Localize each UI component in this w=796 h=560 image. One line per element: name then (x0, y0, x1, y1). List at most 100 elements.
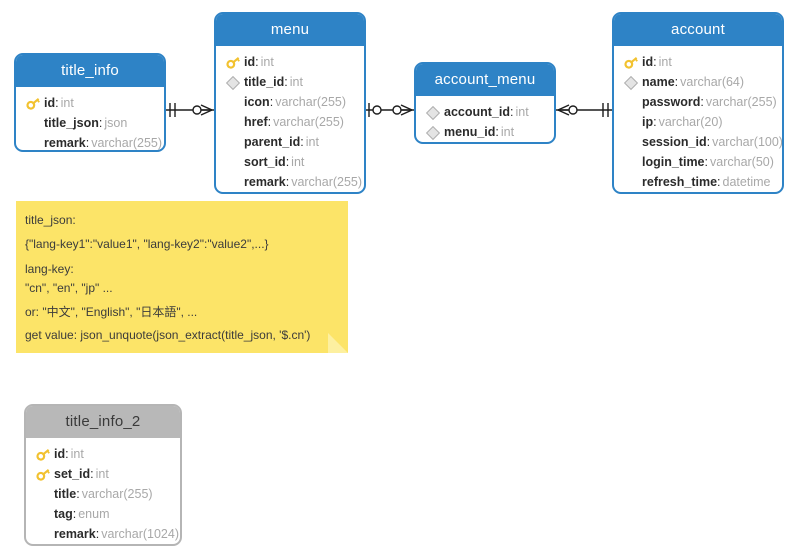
field-name: title_json (44, 116, 99, 130)
field-row[interactable]: id:int (16, 93, 164, 113)
field-row[interactable]: ip:varchar(20) (614, 112, 782, 132)
foreign-key-diamond-icon (224, 72, 244, 92)
field-separator: : (510, 105, 514, 119)
entity-title-title_info: title_info (16, 55, 164, 87)
field-separator: : (85, 136, 90, 150)
field-type: varchar(50) (710, 155, 774, 169)
field-separator: : (706, 135, 711, 149)
field-row[interactable]: id:int (614, 52, 782, 72)
field-marker-none (622, 112, 642, 132)
field-name: id (642, 55, 654, 69)
field-marker-none (224, 152, 244, 172)
field-separator: : (269, 95, 274, 109)
field-separator: : (674, 75, 679, 89)
field-name: password (642, 95, 701, 109)
field-row[interactable]: title_id:int (216, 72, 364, 92)
field-name: sort_id (244, 155, 286, 169)
field-name: id (44, 96, 56, 110)
field-type: datetime (722, 175, 771, 189)
note-line: "cn", "en", "jp" ... (25, 281, 113, 295)
sticky-note[interactable]: title_json:{"lang-key1":"value1", "lang-… (16, 201, 348, 353)
field-row[interactable]: account_id:int (416, 102, 554, 122)
field-type: varchar(255) (275, 95, 347, 109)
field-separator: : (653, 115, 657, 129)
field-row[interactable]: parent_id:int (216, 132, 364, 152)
field-separator: : (90, 467, 94, 481)
field-separator: : (700, 95, 704, 109)
field-row[interactable]: icon:varchar(255) (216, 92, 364, 112)
field-name: icon (244, 95, 270, 109)
field-marker-none (34, 524, 54, 544)
field-separator: : (495, 125, 499, 139)
field-separator: : (704, 155, 708, 169)
field-type: int (289, 75, 303, 89)
field-marker-none (24, 133, 44, 150)
field-row[interactable]: title_json:json (16, 113, 164, 133)
field-type: varchar(64) (680, 75, 745, 89)
entity-title-account_menu: account_menu (416, 64, 554, 96)
field-type: int (305, 135, 319, 149)
note-line: lang-key: (25, 262, 74, 276)
field-row[interactable]: tag:enum (26, 504, 180, 524)
field-row[interactable]: id:int (26, 444, 180, 464)
field-row[interactable]: href:varchar(255) (216, 112, 364, 132)
field-type: varchar(255) (705, 95, 777, 109)
field-name: id (54, 447, 66, 461)
diamond-shape (623, 75, 639, 91)
field-type: int (260, 55, 274, 69)
field-marker-none (622, 152, 642, 172)
entity-title-menu: menu (216, 14, 364, 46)
key-icon (224, 52, 244, 72)
field-name: refresh_time (642, 175, 718, 189)
field-name: tag (54, 507, 73, 521)
field-row[interactable]: refresh_time:datetime (614, 172, 782, 192)
field-row[interactable]: login_time:varchar(50) (614, 152, 782, 172)
diamond-shape (225, 75, 241, 91)
foreign-key-diamond-icon (424, 122, 444, 142)
field-row[interactable]: id:int (216, 52, 364, 72)
field-separator: : (65, 447, 69, 461)
relationship-menu-account_menu[interactable] (366, 103, 414, 117)
field-type: int (515, 105, 529, 119)
field-marker-none (224, 92, 244, 112)
field-separator: : (285, 175, 290, 189)
field-separator: : (717, 175, 721, 189)
field-row[interactable]: sort_id:int (216, 152, 364, 172)
entity-title-title_info_2: title_info_2 (26, 406, 180, 438)
field-row[interactable]: set_id:int (26, 464, 180, 484)
field-name: remark (244, 175, 286, 189)
field-separator: : (300, 135, 304, 149)
field-row[interactable]: remark:varchar(255) (216, 172, 364, 192)
field-name: session_id (642, 135, 707, 149)
field-row[interactable]: remark:varchar(1024) (26, 524, 180, 544)
field-type: varchar(255) (291, 175, 363, 189)
field-name: id (244, 55, 256, 69)
field-separator: : (98, 116, 103, 130)
field-type: varchar(1024) (101, 527, 180, 541)
field-row[interactable]: menu_id:int (416, 122, 554, 142)
field-row[interactable]: password:varchar(255) (614, 92, 782, 112)
key-icon (34, 464, 54, 484)
field-separator: : (255, 55, 259, 69)
field-row[interactable]: name:varchar(64) (614, 72, 782, 92)
field-marker-none (34, 484, 54, 504)
field-row[interactable]: session_id:varchar(100) (614, 132, 782, 152)
field-name: title (54, 487, 77, 501)
field-separator: : (267, 115, 272, 129)
diamond-shape (425, 125, 441, 141)
field-row[interactable]: title:varchar(255) (26, 484, 180, 504)
field-row[interactable]: remark:varchar(255) (16, 133, 164, 150)
field-name: href (244, 115, 268, 129)
relationship-account_menu-account[interactable] (556, 103, 612, 117)
relationship-title_info-menu[interactable] (166, 103, 214, 117)
field-name: set_id (54, 467, 91, 481)
